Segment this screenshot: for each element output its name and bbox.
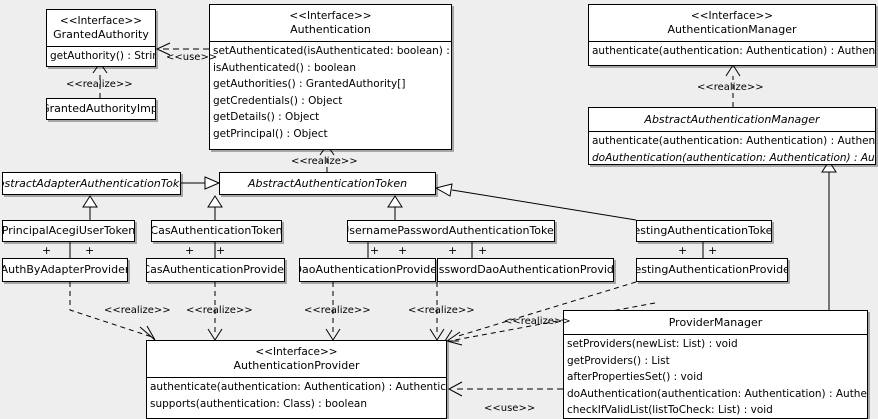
- class-password-dao-authentication-provider[interactable]: PasswordDaoAuthenticationProvider: [437, 258, 614, 282]
- class-authentication-manager[interactable]: <<Interface>> AuthenticationManager auth…: [588, 4, 876, 66]
- class-name: DaoAuthenticationProvider: [299, 263, 436, 276]
- edge-generalize-casauthenticationtoken: [207, 195, 223, 220]
- class-name: GrantedAuthority: [53, 28, 149, 41]
- class-header: AbstractAuthenticationManager: [589, 108, 875, 131]
- association-visibility-marker: +: [42, 244, 52, 257]
- class-name: TestingAuthenticationProvider: [636, 263, 788, 276]
- association-visibility-marker: +: [370, 244, 380, 257]
- class-name: AuthenticationProvider: [233, 359, 360, 372]
- class-username-password-authentication-token[interactable]: UsernamePasswordAuthenticationToken: [347, 220, 555, 242]
- method-item: authenticate(authentication: Authenticat…: [592, 45, 876, 57]
- edge-label-realize-abstractauthenticationmanager: <<realize>>: [697, 82, 764, 93]
- class-dao-authentication-provider[interactable]: DaoAuthenticationProvider: [299, 258, 436, 282]
- class-abstract-authentication-token[interactable]: AbstractAuthenticationToken: [219, 172, 436, 195]
- association-visibility-marker: +: [398, 244, 408, 257]
- edge-label-realize-testingauthenticationprovider: <<realize>>: [504, 316, 571, 327]
- class-name: UsernamePasswordAuthenticationToken: [347, 224, 555, 237]
- association-visibility-marker: +: [708, 244, 718, 257]
- method-item: getDetails() : Object: [213, 111, 320, 123]
- class-granted-authority-impl[interactable]: GrantedAuthorityImpl: [46, 98, 156, 120]
- class-authentication-provider[interactable]: <<Interface>> AuthenticationProvider aut…: [146, 340, 447, 419]
- method-item: getCredentials() : Object: [213, 94, 343, 107]
- class-name: AuthenticationManager: [667, 23, 797, 36]
- method-item: getAuthority() : String: [50, 50, 156, 62]
- class-header: <<Interface>> AuthenticationProvider: [147, 341, 446, 377]
- class-header: <<Interface>> AuthenticationManager: [589, 5, 875, 41]
- association-visibility-marker: +: [185, 244, 195, 257]
- edge-label-realize-passworddaoprovider: <<realize>>: [408, 305, 475, 316]
- edge-generalize-abstractadapterauthenticationtoken: [181, 176, 221, 190]
- class-stereotype: <<Interface>>: [289, 10, 372, 22]
- edge-generalize-usernamepasswordauthenticationtoken: [387, 195, 403, 220]
- method-item: checkIfValidList(listToCheck: List) : vo…: [567, 404, 773, 416]
- methods-compartment: getAuthority() : String: [47, 46, 155, 66]
- edge-generalize-testingauthenticationtoken: [434, 183, 637, 221]
- association-visibility-marker: +: [216, 244, 226, 257]
- association-visibility-marker: +: [678, 244, 688, 257]
- edge-label-realize-grantedauthorityimpl: <<realize>>: [66, 79, 133, 90]
- class-name: ProviderManager: [668, 316, 763, 329]
- class-header: <<Interface>> Authentication: [210, 5, 451, 41]
- methods-compartment: authenticate(authentication: Authenticat…: [589, 131, 876, 164]
- class-abstract-adapter-authentication-token[interactable]: AbstractAdapterAuthenticationToken: [2, 172, 181, 195]
- class-name: PasswordDaoAuthenticationProvider: [438, 263, 614, 276]
- association-visibility-marker: +: [448, 244, 458, 257]
- class-name: AuthByAdapterProvider: [2, 263, 128, 276]
- class-stereotype: <<Interface>>: [690, 10, 774, 22]
- class-cas-authentication-provider[interactable]: CasAuthenticationProvider: [146, 258, 285, 282]
- class-abstract-authentication-manager[interactable]: AbstractAuthenticationManager authentica…: [588, 107, 876, 165]
- class-stereotype: <<Interface>>: [59, 15, 143, 27]
- method-item: setAuthenticated(isAuthenticated: boolea…: [213, 45, 452, 57]
- method-item: getAuthorities() : GrantedAuthority[]: [213, 78, 406, 90]
- class-authentication[interactable]: <<Interface>> Authentication setAuthenti…: [209, 4, 452, 150]
- association-visibility-marker: +: [478, 244, 488, 257]
- class-testing-authentication-provider[interactable]: TestingAuthenticationProvider: [636, 258, 788, 282]
- methods-compartment: setProviders(newList: List) : void getPr…: [564, 334, 867, 418]
- method-item: doAuthentication(authentication: Authent…: [567, 387, 867, 400]
- class-provider-manager[interactable]: ProviderManager setProviders(newList: Li…: [563, 310, 868, 419]
- edge-generalize-providermanager: [821, 160, 837, 310]
- edge-label-realize-abstractauthenticationtoken: <<realize>>: [291, 156, 358, 167]
- methods-compartment: authenticate(authentication: Authenticat…: [147, 377, 446, 413]
- class-stereotype: <<Interface>>: [255, 346, 338, 358]
- method-item: doAuthentication(authentication: Authent…: [592, 151, 875, 164]
- class-name: AbstractAdapterAuthenticationToken: [3, 176, 180, 190]
- class-name: GrantedAuthorityImpl: [46, 102, 156, 115]
- edge-generalize-principalacegiusertoken: [82, 195, 98, 220]
- method-item: getPrincipal() : Object: [213, 127, 328, 140]
- method-item: supports(authentication: Class) : boolea…: [150, 397, 367, 410]
- method-item: afterPropertiesSet() : void: [567, 371, 703, 383]
- method-item: authenticate(authentication: Authenticat…: [592, 135, 876, 147]
- class-name: Authentication: [290, 23, 371, 36]
- method-item: authenticate(authentication: Authenticat…: [150, 381, 447, 393]
- methods-compartment: setAuthenticated(isAuthenticated: boolea…: [210, 41, 451, 143]
- class-name: CasAuthenticationProvider: [146, 263, 285, 276]
- edge-label-use-providermanager: <<use>>: [484, 403, 536, 414]
- edge-label-realize-casauthenticationprovider: <<realize>>: [186, 305, 253, 316]
- edge-label-realize-daoauthenticationprovider: <<realize>>: [304, 305, 371, 316]
- methods-compartment: authenticate(authentication: Authenticat…: [589, 41, 875, 61]
- class-testing-authentication-token[interactable]: TestingAuthenticationToken: [636, 220, 772, 242]
- method-item: setProviders(newList: List) : void: [567, 338, 738, 350]
- class-principal-acegi-user-token[interactable]: PrincipalAcegiUserToken: [2, 220, 135, 242]
- class-name: PrincipalAcegiUserToken: [2, 224, 135, 237]
- class-name: AbstractAuthenticationManager: [644, 113, 820, 126]
- edge-label-realize-authbyadapterprovider: <<realize>>: [104, 305, 171, 316]
- class-name: CasAuthenticationToken: [151, 224, 282, 237]
- edge-label-use-grantedauthority: <<use>>: [166, 52, 218, 63]
- method-item: getProviders() : List: [567, 354, 670, 367]
- association-visibility-marker: +: [85, 244, 95, 257]
- edge-use-providermanager: [447, 381, 563, 397]
- method-item: isAuthenticated() : boolean: [213, 61, 356, 74]
- class-auth-by-adapter-provider[interactable]: AuthByAdapterProvider: [2, 258, 128, 282]
- class-header: ProviderManager: [564, 311, 867, 334]
- class-header: <<Interface>> GrantedAuthority: [47, 10, 155, 46]
- class-name: TestingAuthenticationToken: [636, 224, 772, 237]
- class-name: AbstractAuthenticationToken: [247, 176, 408, 190]
- class-cas-authentication-token[interactable]: CasAuthenticationToken: [151, 220, 282, 242]
- class-granted-authority[interactable]: <<Interface>> GrantedAuthority getAuthor…: [46, 9, 156, 67]
